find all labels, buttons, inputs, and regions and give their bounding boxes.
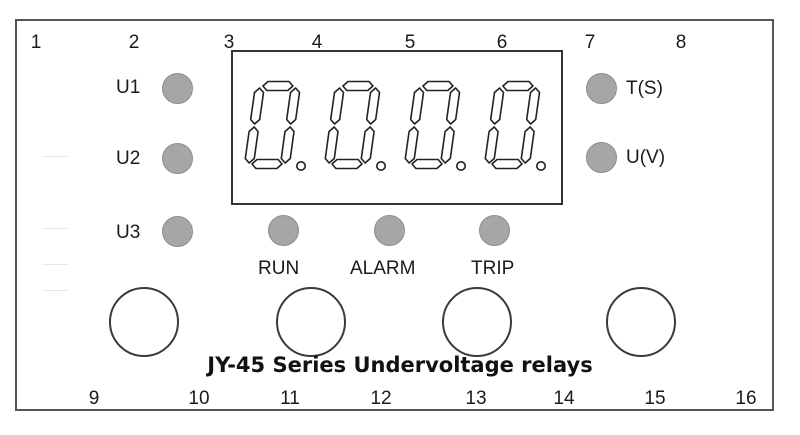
indicator-led-time: [586, 73, 617, 104]
digit-4-segment-d: [491, 158, 523, 170]
digit-3-segment-c: [440, 126, 455, 164]
digit-1-segment-b: [285, 87, 301, 125]
panel-mark: [42, 264, 68, 265]
indicator-led-u1: [162, 73, 193, 104]
digit-3-segment-b: [445, 87, 461, 125]
status-label-run: RUN: [258, 258, 300, 279]
digit-4-segment-c: [520, 126, 535, 164]
digit-4-segment-e: [484, 126, 499, 164]
status-led-run: [268, 215, 299, 246]
digit-1-segment-c: [280, 126, 295, 164]
digit-2-segment-c: [360, 126, 375, 164]
digit-3-decimal-point: [456, 161, 467, 172]
seven-segment-display: [231, 50, 563, 205]
digit-2-segment-e: [324, 126, 339, 164]
terminal-number-12: 12: [370, 388, 392, 409]
panel-mark: [42, 156, 68, 157]
status-label-alarm: ALARM: [350, 258, 416, 279]
digit-4-segment-f: [489, 87, 505, 125]
digit-1-decimal-point: [295, 161, 306, 172]
terminal-number-11: 11: [280, 388, 300, 409]
terminal-number-9: 9: [88, 388, 100, 409]
digit-3-segment-e: [404, 126, 419, 164]
terminal-number-4: 4: [311, 32, 323, 53]
push-button-4[interactable]: [606, 287, 676, 357]
indicator-label-time: T(S): [626, 78, 663, 99]
digit-1-segment-e: [244, 126, 259, 164]
digit-2-decimal-point: [376, 161, 387, 172]
product-caption: JY-45 Series Undervoltage relays: [207, 353, 593, 377]
digit-4-segment-a: [502, 80, 534, 92]
indicator-label-voltage: U(V): [626, 147, 666, 168]
panel-mark: [42, 290, 68, 291]
digit-4-decimal-point: [535, 161, 546, 172]
panel-mark: [42, 228, 68, 229]
digit-4-segment-b: [525, 87, 541, 125]
terminal-number-13: 13: [465, 388, 487, 409]
digit-3-segment-d: [411, 158, 443, 170]
terminal-number-14: 14: [553, 388, 575, 409]
indicator-led-u3: [162, 216, 193, 247]
push-button-3[interactable]: [442, 287, 512, 357]
indicator-led-voltage: [586, 142, 617, 173]
display-digits: [244, 80, 546, 172]
terminal-number-3: 3: [223, 32, 235, 53]
digit-3-segment-f: [409, 87, 425, 125]
indicator-label-u3: U3: [116, 222, 141, 243]
digit-2-segment-b: [365, 87, 381, 125]
terminal-number-10: 10: [188, 388, 210, 409]
terminal-number-16: 16: [735, 388, 757, 409]
relay-front-panel: [15, 19, 774, 411]
terminal-number-1: 1: [30, 32, 42, 53]
push-button-2[interactable]: [276, 287, 346, 357]
digit-1-segment-d: [251, 158, 283, 170]
terminal-number-2: 2: [128, 32, 140, 53]
terminal-number-5: 5: [404, 32, 416, 53]
terminal-number-6: 6: [496, 32, 508, 53]
status-led-trip: [479, 215, 510, 246]
terminal-number-7: 7: [584, 32, 596, 53]
status-led-alarm: [374, 215, 405, 246]
terminal-number-15: 15: [644, 388, 666, 409]
digit-2-segment-d: [331, 158, 363, 170]
terminal-number-8: 8: [675, 32, 687, 53]
push-button-1[interactable]: [109, 287, 179, 357]
indicator-label-u1: U1: [116, 77, 141, 98]
digit-2-segment-a: [342, 80, 374, 92]
indicator-label-u2: U2: [116, 148, 141, 169]
digit-2-segment-f: [329, 87, 345, 125]
digit-3-segment-a: [422, 80, 454, 92]
digit-1-segment-a: [262, 80, 294, 92]
status-label-trip: TRIP: [471, 258, 515, 279]
indicator-led-u2: [162, 143, 193, 174]
digit-1-segment-f: [249, 87, 265, 125]
